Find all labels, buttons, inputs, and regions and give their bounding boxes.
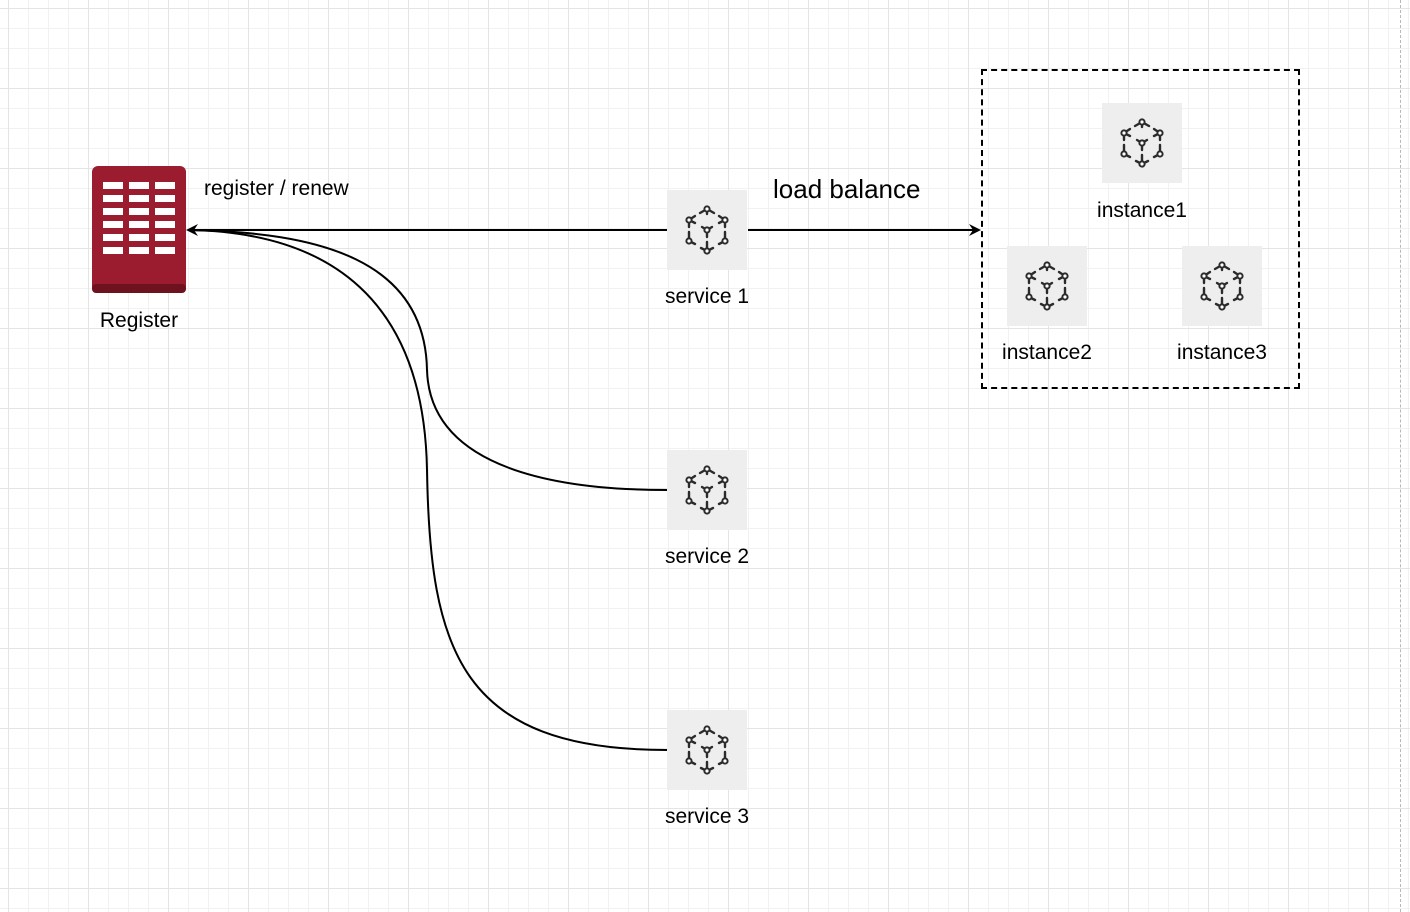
page-boundary <box>1400 0 1401 912</box>
instance-1-node[interactable] <box>1102 103 1182 183</box>
service-1-label: service 1 <box>664 285 750 308</box>
service-2-label: service 2 <box>664 545 750 568</box>
service-3-node[interactable] <box>667 710 747 790</box>
cube-icon <box>685 205 729 255</box>
edge-service2-register[interactable] <box>187 229 668 491</box>
service-1-node[interactable] <box>667 190 747 270</box>
register-label: Register <box>99 309 179 332</box>
cube-icon <box>685 725 729 775</box>
instance-3-node[interactable] <box>1182 246 1262 326</box>
instance-1-label: instance1 <box>1097 199 1187 222</box>
cube-icon <box>685 465 729 515</box>
instance-3-label: instance3 <box>1177 341 1267 364</box>
cube-icon <box>1120 118 1164 168</box>
service-3-label: service 3 <box>664 805 750 828</box>
service-2-node[interactable] <box>667 450 747 530</box>
instance-2-label: instance2 <box>1002 341 1092 364</box>
edge-service3-register[interactable] <box>187 229 668 751</box>
register-renew-label: register / renew <box>204 177 349 200</box>
cube-icon <box>1025 261 1069 311</box>
cube-icon <box>1200 261 1244 311</box>
instances-group[interactable] <box>981 69 1300 389</box>
register-database-icon[interactable] <box>92 166 186 293</box>
load-balance-label: load balance <box>773 174 921 204</box>
instance-2-node[interactable] <box>1007 246 1087 326</box>
